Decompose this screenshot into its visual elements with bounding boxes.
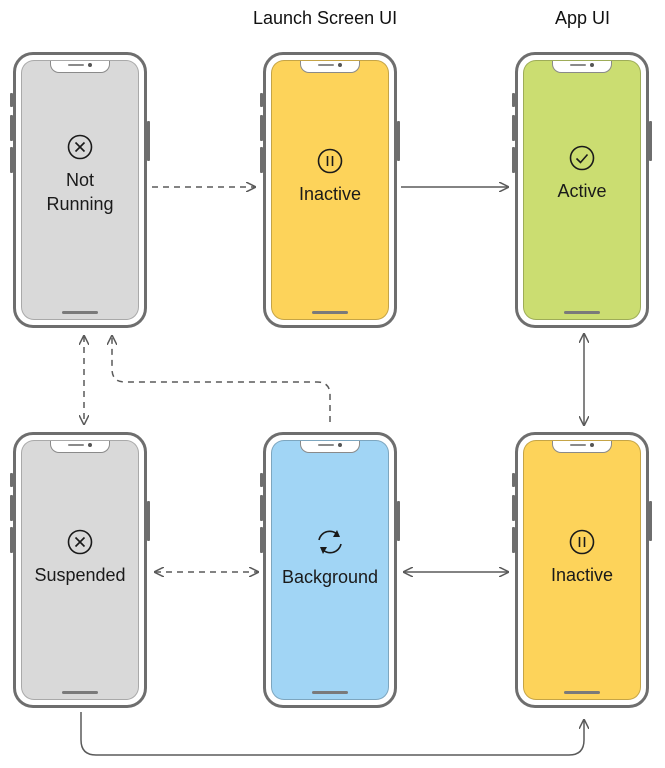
home-indicator (62, 311, 98, 314)
volume-up-button (512, 115, 515, 141)
arrow-suspended-to-inactive (80, 712, 584, 756)
volume-switch (512, 93, 515, 107)
volume-switch (512, 473, 515, 487)
volume-switch (10, 473, 13, 487)
notch (552, 441, 612, 453)
check-circle-icon (569, 145, 595, 171)
home-indicator (312, 311, 348, 314)
notch (300, 61, 360, 73)
header-launch-screen-ui: Launch Screen UI (253, 8, 398, 28)
phone-inactive-launch: Inactive (260, 52, 400, 328)
state-label-running: Running (46, 194, 114, 214)
state-label-inactive: Inactive (550, 565, 614, 585)
pause-circle-icon (569, 529, 595, 555)
volume-down-button (10, 527, 13, 553)
screen: Suspended (21, 440, 139, 700)
home-indicator (564, 311, 600, 314)
notch (50, 61, 110, 73)
volume-down-button (260, 147, 263, 173)
volume-up-button (260, 495, 263, 521)
screen: Inactive (523, 440, 641, 700)
x-circle-icon (67, 134, 93, 160)
volume-down-button (260, 527, 263, 553)
volume-switch (260, 473, 263, 487)
state-label-active: Active (557, 181, 607, 201)
arrow-background-to-not-running (112, 336, 331, 422)
notch (50, 441, 110, 453)
volume-down-button (512, 527, 515, 553)
home-indicator (62, 691, 98, 694)
pause-circle-icon (317, 148, 343, 174)
phone-inactive-app: Inactive (512, 432, 652, 708)
notch (300, 441, 360, 453)
home-indicator (564, 691, 600, 694)
home-indicator (312, 691, 348, 694)
screen: Background (271, 440, 389, 700)
volume-down-button (10, 147, 13, 173)
power-button (649, 121, 652, 161)
x-circle-icon (67, 529, 93, 555)
power-button (147, 121, 150, 161)
state-label-not: Not (65, 170, 94, 190)
notch (552, 61, 612, 73)
volume-up-button (10, 115, 13, 141)
phone-background: Background (260, 432, 400, 708)
power-button (147, 501, 150, 541)
state-label-inactive: Inactive (298, 184, 362, 204)
volume-switch (260, 93, 263, 107)
phone-suspended: Suspended (10, 432, 150, 708)
screen: Inactive (271, 60, 389, 320)
power-button (649, 501, 652, 541)
screen: Not Running (21, 60, 139, 320)
phone-not-running: Not Running (10, 52, 150, 328)
state-label-background: Background (281, 567, 379, 587)
volume-up-button (260, 115, 263, 141)
state-label-suspended: Suspended (34, 565, 126, 585)
phone-active: Active (512, 52, 652, 328)
power-button (397, 121, 400, 161)
volume-up-button (512, 495, 515, 521)
refresh-cycle-icon (318, 530, 342, 554)
volume-switch (10, 93, 13, 107)
header-app-ui: App UI (555, 8, 611, 28)
volume-down-button (512, 147, 515, 173)
screen: Active (523, 60, 641, 320)
power-button (397, 501, 400, 541)
volume-up-button (10, 495, 13, 521)
